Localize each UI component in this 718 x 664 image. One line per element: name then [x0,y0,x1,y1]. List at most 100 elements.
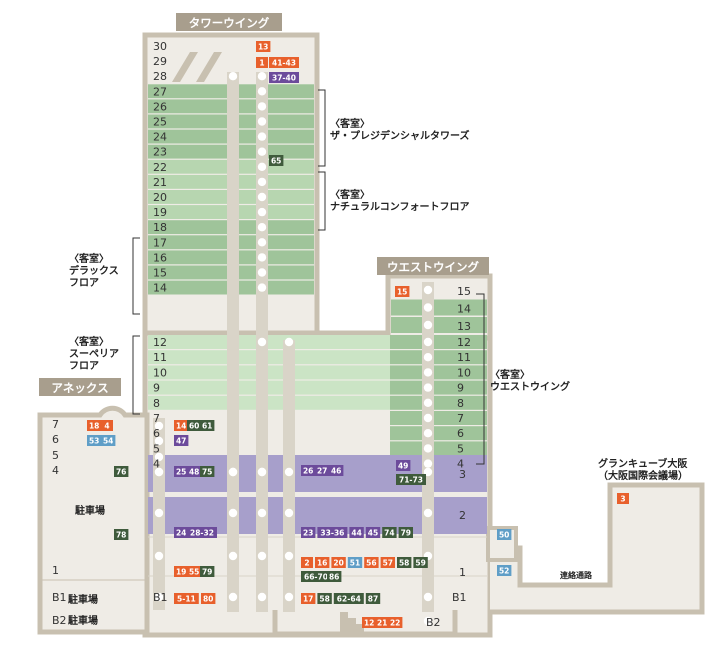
west-floor-14: 14 [457,303,471,316]
tag-label-m1e: 56 [366,559,376,568]
tag-mb1d: 87 [365,593,381,604]
west-floor-4: 4 [457,458,464,471]
tag-m2e: 74 [382,527,397,538]
tag-bg-mb2a [362,617,377,628]
tag-c4a: 25 [174,466,189,477]
tag-mb2a: 12 [362,617,377,628]
tag-bg-m1g [397,557,412,568]
elevator-dot [228,72,238,81]
tag-label-m3a: 26 [303,467,313,476]
west-floor-12: 12 [457,336,471,349]
tag-bg-m1i [301,571,331,582]
tag-label-m1i: 66-70 [304,573,328,582]
passage-label: 連絡通路 [560,570,593,580]
lower-band-9 [148,380,390,395]
tag-label-m2b: 33-36 [320,529,344,538]
elevator-dot [257,223,267,232]
tag-label-m1a: 2 [304,559,309,568]
tag-t30: 13 [256,41,271,52]
elevator-dot [423,592,433,602]
annot-superior-1: スーペリア [69,348,119,360]
tag-bg-m2c [349,527,364,538]
elevator-dot [423,353,433,362]
tag-bg-m2a [301,527,316,538]
tag-c1c: 79 [200,566,215,577]
tag-bg-m3c [329,465,344,476]
elevator-dot [257,253,267,262]
b2-stairs-icon [340,612,364,632]
lower-floor-B1: B1 [153,591,168,604]
tag-label-a2: 78 [116,531,126,540]
tag-m1g: 58 [397,557,412,568]
elevator-dot [423,398,433,407]
tag-bg-g2 [497,529,512,540]
tag-label-t29b: 41-43 [272,59,296,68]
tag-label-m1h: 59 [415,559,425,568]
tag-bg-m3b [315,465,330,476]
tag-c1b: 55 [187,566,202,577]
tag-label-c4c: 75 [202,468,212,477]
tag-m1d: 51 [347,557,363,568]
west-floor-15: 15 [457,285,471,298]
tag-bg-c4a [174,466,189,477]
tag-label-a6b: 54 [103,437,113,446]
elevator-dot [154,467,164,477]
west-floor-10: 10 [457,366,471,379]
elevator-dot [423,303,433,312]
elevator-dot [228,508,238,518]
elevator-dot [423,368,433,377]
tag-m2a: 23 [301,527,316,538]
west-band-15 [391,282,487,298]
tag-label-c2b: 28-32 [190,529,214,538]
tag-c1a: 19 [174,566,189,577]
wing-labels: タワーウイング ウエストウイング アネックス [39,13,489,396]
tag-label-m3e: 71-73 [399,476,423,485]
tag-mb2c: 22 [388,617,403,628]
tag-label-a7a: 18 [89,422,99,431]
tag-c7a: 14 [174,420,189,431]
tag-m3a: 26 [301,465,316,476]
annot-deluxe-0: 〈客室〉 [69,252,109,265]
tag-label-mb1b: 58 [319,595,329,604]
elevator-dot [228,467,238,477]
west-band-11 [390,350,487,365]
tag-bg-m3d [396,460,411,471]
tag-label-m1f: 57 [383,559,393,568]
elevator-stops [154,72,433,626]
tag-bg-t28 [269,72,299,83]
tag-label-c4b: 48 [189,468,199,477]
tag-m1a: 2 [301,557,313,568]
elevator-dot [284,551,294,561]
west-floor-6: 6 [457,427,464,440]
tag-bg-mb1c [333,593,364,604]
lower-floor-5: 5 [153,442,160,455]
west-label-bg [377,257,489,275]
tag-m2c: 44 [349,527,364,538]
tower-floor-14: 14 [153,282,167,295]
tag-c7b: 60 [187,420,202,431]
tag-cb1b: 80 [201,593,216,604]
tag-label-m1d: 51 [350,559,360,568]
tag-label-w15: 15 [397,288,407,297]
tag-label-mb1d: 87 [368,595,378,604]
tag-label-m3d: 49 [398,462,408,471]
elevator-dot [257,117,267,126]
elevator-dot [257,177,267,187]
annex-floor-6: 6 [52,433,59,446]
tag-label-mb2a: 12 [364,619,374,628]
tower-floor-30: 30 [153,40,167,53]
elevator-dot [154,436,164,446]
annot-westwing-0: 〈客室〉 [490,368,530,381]
west-floor-B1: B1 [452,591,467,604]
annex-floor-B1: B1 [52,591,67,604]
tag-c7c: 61 [200,420,215,431]
lower-band-12 [148,335,390,349]
tag-label-mb2c: 22 [390,619,400,628]
stairs-icon [172,52,222,82]
elevator-dot [423,444,433,453]
tag-bg-mb2c [388,617,403,628]
west-band-12 [390,335,487,349]
elevator-dot [154,551,164,561]
tag-bg-c1b [187,566,202,577]
elevator-dot [154,508,164,518]
